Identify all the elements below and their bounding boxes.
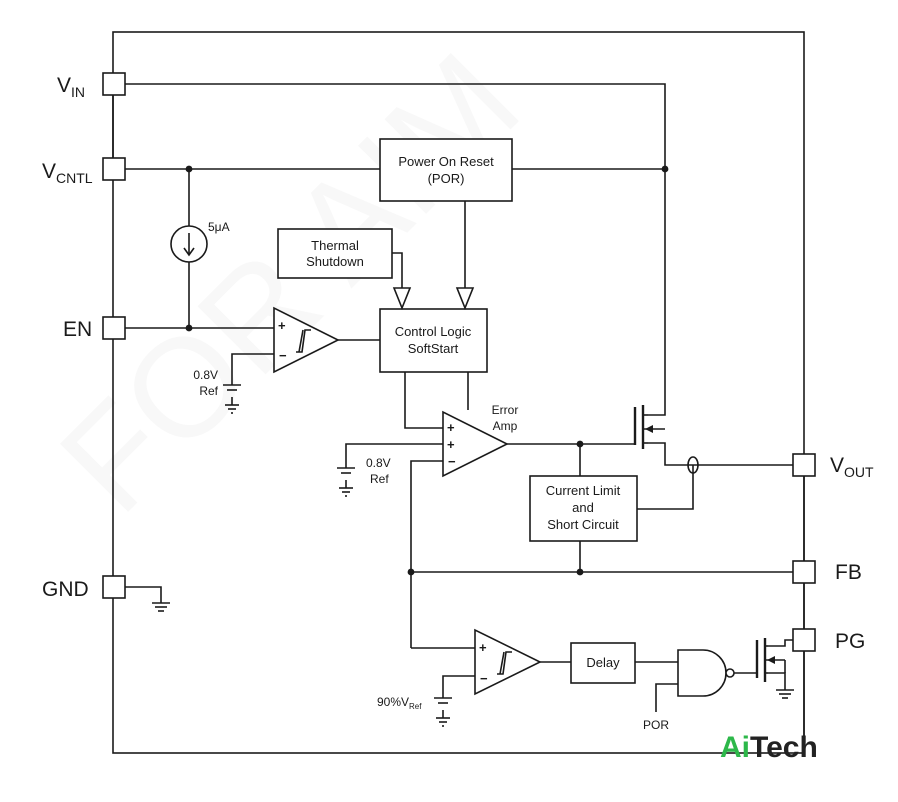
pin-en-label: EN — [63, 318, 92, 341]
pin-gnd-label: GND — [42, 578, 89, 601]
delay-block — [570, 642, 636, 684]
err-ref-label-2: Ref — [370, 472, 389, 486]
por-input-label: POR — [643, 718, 669, 732]
pg-comparator — [474, 628, 542, 696]
error-amp-label-2: Amp — [493, 419, 518, 433]
control-logic-block — [379, 308, 488, 373]
pin-pg-label: PG — [835, 630, 865, 653]
pg-mosfet — [755, 638, 786, 682]
por-label-2: (POR) — [428, 171, 465, 186]
junction-dots — [185, 165, 669, 576]
error-amp — [442, 410, 509, 478]
control-label-2: SoftStart — [408, 341, 459, 356]
err-ref-label-1: 0.8V — [366, 456, 391, 470]
pin-vin-box — [102, 72, 126, 96]
current-limit-block — [529, 475, 638, 542]
pin-vcntl-label: VCNTL — [42, 160, 93, 186]
thermal-arrow — [392, 287, 412, 311]
current-source — [170, 225, 208, 263]
watermark: FOR AIM — [30, 23, 548, 541]
en-comp-minus: − — [279, 348, 287, 363]
err-amp-plus-1: + — [447, 420, 455, 435]
err-amp-plus-2: + — [447, 437, 455, 452]
por-block — [379, 138, 513, 202]
ground-symbol-gnd — [152, 602, 170, 612]
en-comparator — [273, 306, 340, 374]
pin-gnd-box — [102, 575, 126, 599]
en-ref-label-1: 0.8V — [193, 368, 218, 382]
pg-comp-minus: − — [480, 671, 488, 686]
pin-fb-box — [792, 560, 816, 584]
pin-vout-box — [792, 453, 816, 477]
err-ref-battery — [337, 467, 355, 497]
pass-mosfet — [633, 405, 665, 449]
pin-fb-label: FB — [835, 561, 862, 584]
pin-vcntl-box — [102, 157, 126, 181]
error-amp-label-1: Error — [492, 403, 519, 417]
por-label-1: Power On Reset — [398, 154, 494, 169]
ground-symbol-pg — [776, 689, 794, 699]
current-sense-ring — [687, 456, 699, 474]
pin-pg-box — [792, 628, 816, 652]
thermal-block — [277, 228, 393, 279]
en-ref-label-2: Ref — [199, 384, 218, 398]
cl-label-2: and — [572, 500, 594, 515]
err-amp-minus: − — [448, 454, 456, 469]
pg-ref-label: 90%VRef — [377, 695, 422, 711]
cl-label-3: Short Circuit — [547, 517, 619, 532]
pin-vin-label: VIN — [57, 74, 85, 100]
delay-label: Delay — [586, 655, 620, 670]
control-label-1: Control Logic — [395, 324, 472, 339]
ic-boundary — [112, 31, 805, 754]
wiring — [112, 83, 805, 753]
en-ref-battery — [223, 384, 241, 414]
current-source-label: 5μA — [208, 220, 230, 234]
pin-vout-label: VOUT — [830, 454, 874, 480]
pg-ref-battery — [434, 697, 452, 727]
pg-comp-plus: + — [479, 640, 487, 655]
aitech-logo: AiTech — [720, 731, 818, 764]
cl-label-1: Current Limit — [546, 483, 621, 498]
por-arrow — [455, 287, 475, 311]
pin-en-box — [102, 316, 126, 340]
thermal-label-1: Thermal — [311, 238, 359, 253]
nand-gate — [677, 649, 735, 697]
thermal-label-2: Shutdown — [306, 254, 364, 269]
en-comp-plus: + — [278, 318, 286, 333]
